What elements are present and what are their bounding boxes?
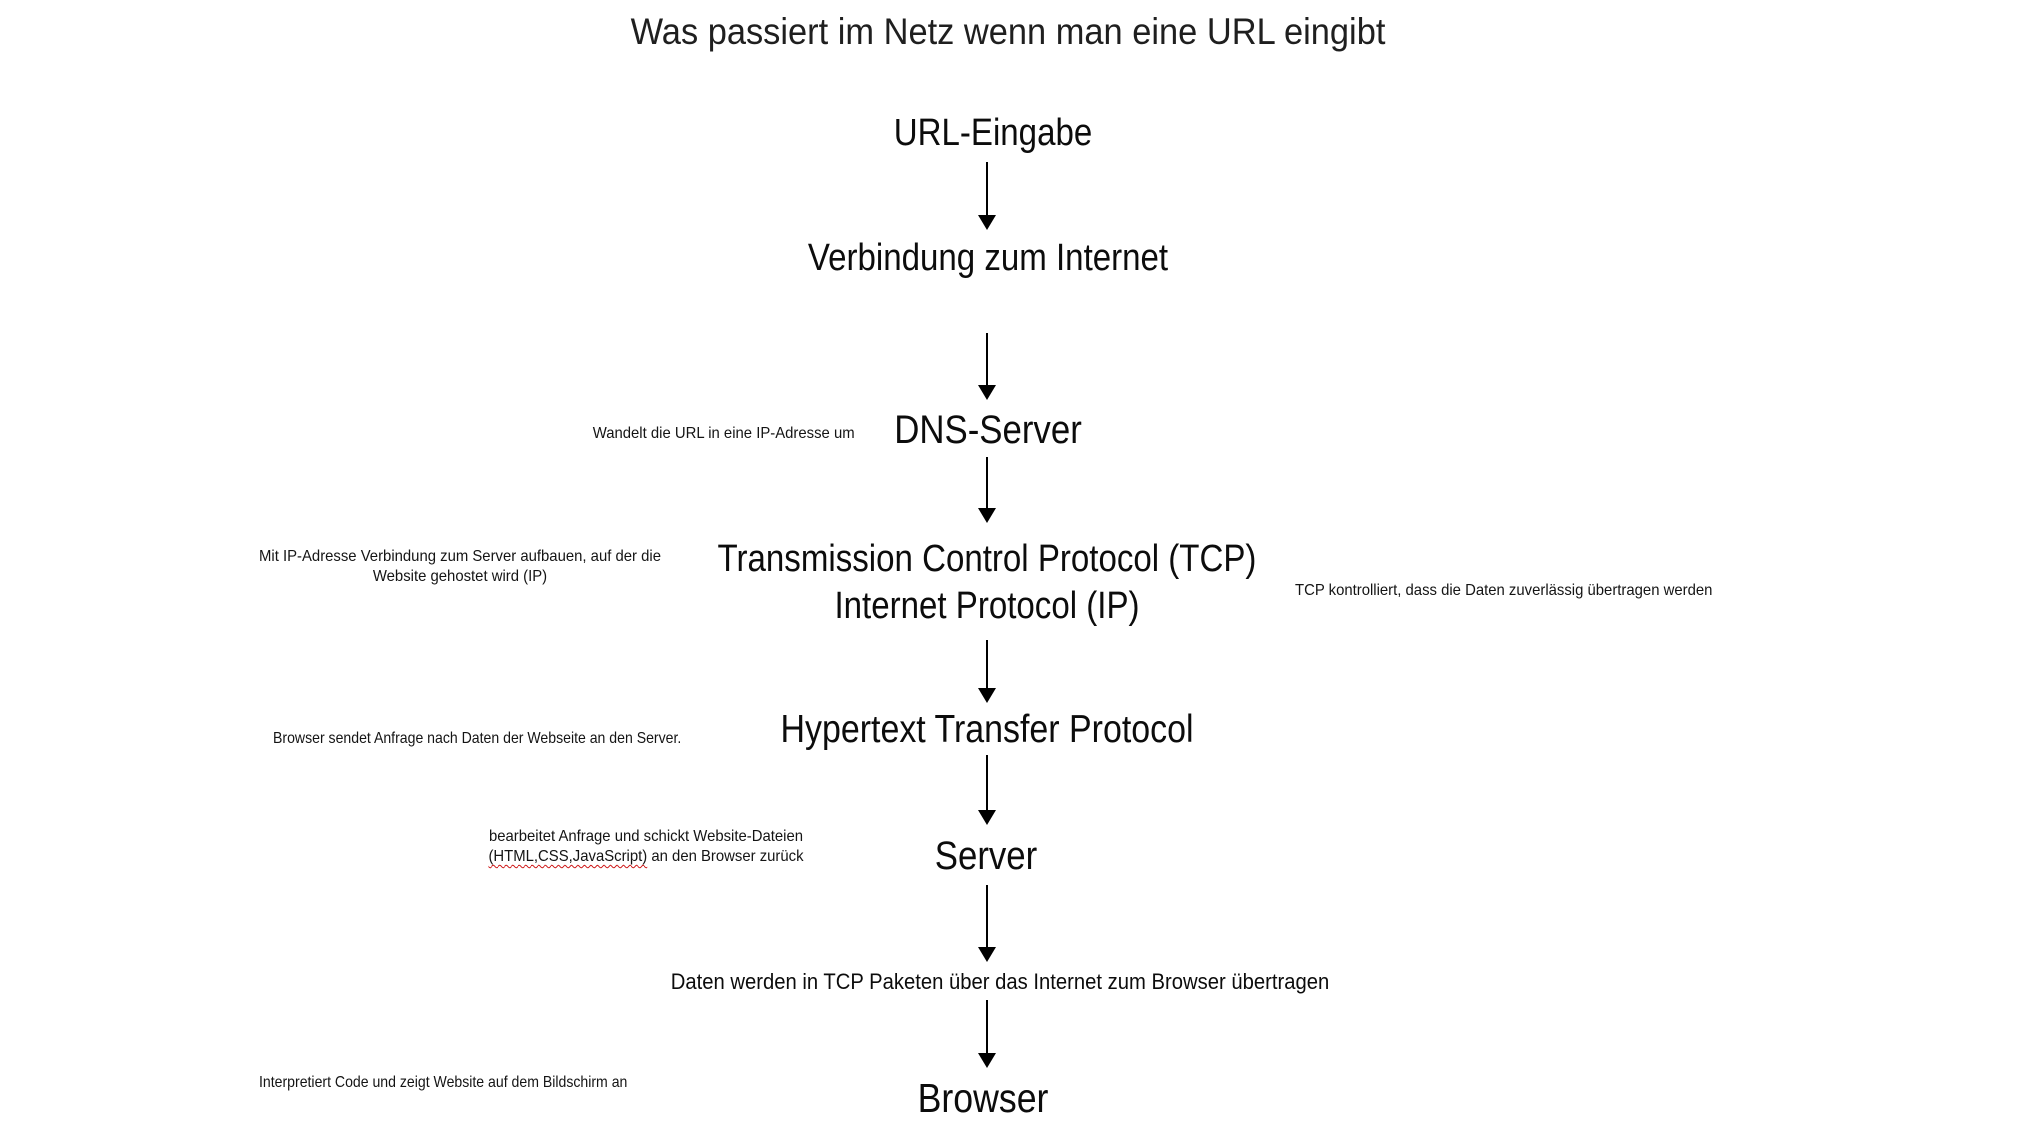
arrow-shaft: [986, 162, 988, 215]
arrow-shaft: [986, 885, 988, 947]
node-dns-server: DNS-Server: [894, 408, 1082, 452]
arrow-head-icon: [978, 1053, 996, 1068]
node-verbindung-internet: Verbindung zum Internet: [807, 237, 1169, 279]
arrow-shaft: [986, 457, 988, 508]
node-http: Hypertext Transfer Protocol: [780, 708, 1194, 751]
node-tcp-packet-transfer: Daten werden in TCP Paketen über das Int…: [670, 969, 1330, 994]
note-server-response: bearbeitet Anfrage und schickt Website-D…: [488, 827, 803, 867]
arrow-http-to-server: [978, 755, 996, 825]
note-browser-render: Interpretiert Code und zeigt Website auf…: [259, 1074, 628, 1091]
arrow-internet-to-dns: [978, 333, 996, 400]
note-http-request: Browser sendet Anfrage nach Daten der We…: [273, 730, 682, 747]
node-tcp-line2: Internet Protocol (IP): [834, 585, 1140, 627]
arrow-head-icon: [978, 508, 996, 523]
node-browser: Browser: [917, 1075, 1049, 1121]
arrow-head-icon: [978, 215, 996, 230]
note-tcp-left-line2: Website gehostet wird (IP): [372, 568, 548, 585]
node-server: Server: [934, 834, 1038, 878]
arrow-head-icon: [978, 385, 996, 400]
note-server-spellcheck-marked: (HTML,CSS,JavaScript): [488, 848, 648, 865]
arrow-head-icon: [978, 947, 996, 962]
note-dns-function: Wandelt die URL in eine IP-Adresse um: [593, 425, 855, 442]
note-server-line2: (HTML,CSS,JavaScript) an den Browser zur…: [488, 847, 803, 867]
arrow-head-icon: [978, 688, 996, 703]
arrow-shaft: [986, 755, 988, 810]
note-tcp-right: TCP kontrolliert, dass die Daten zuverlä…: [1295, 582, 1713, 599]
arrow-server-to-transfer: [978, 885, 996, 962]
node-tcp-line1: Transmission Control Protocol (TCP): [717, 538, 1257, 580]
arrow-dns-to-tcp: [978, 457, 996, 523]
note-server-line1: bearbeitet Anfrage und schickt Website-D…: [488, 828, 804, 845]
arrow-shaft: [986, 640, 988, 688]
arrow-shaft: [986, 1000, 988, 1053]
note-tcp-left-line1: Mit IP-Adresse Verbindung zum Server auf…: [259, 548, 661, 565]
node-url-eingabe: URL-Eingabe: [893, 112, 1093, 154]
arrow-url-to-internet: [978, 162, 996, 230]
arrow-head-icon: [978, 810, 996, 825]
note-server-line2-rest: an den Browser zurück: [647, 848, 804, 865]
arrow-tcp-to-http: [978, 640, 996, 703]
diagram-title: Was passiert im Netz wenn man eine URL e…: [630, 11, 1386, 52]
arrow-transfer-to-browser: [978, 1000, 996, 1068]
node-tcp-ip: Transmission Control Protocol (TCP) Inte…: [718, 536, 1257, 630]
note-tcp-left: Mit IP-Adresse Verbindung zum Server auf…: [259, 547, 661, 587]
arrow-shaft: [986, 333, 988, 385]
